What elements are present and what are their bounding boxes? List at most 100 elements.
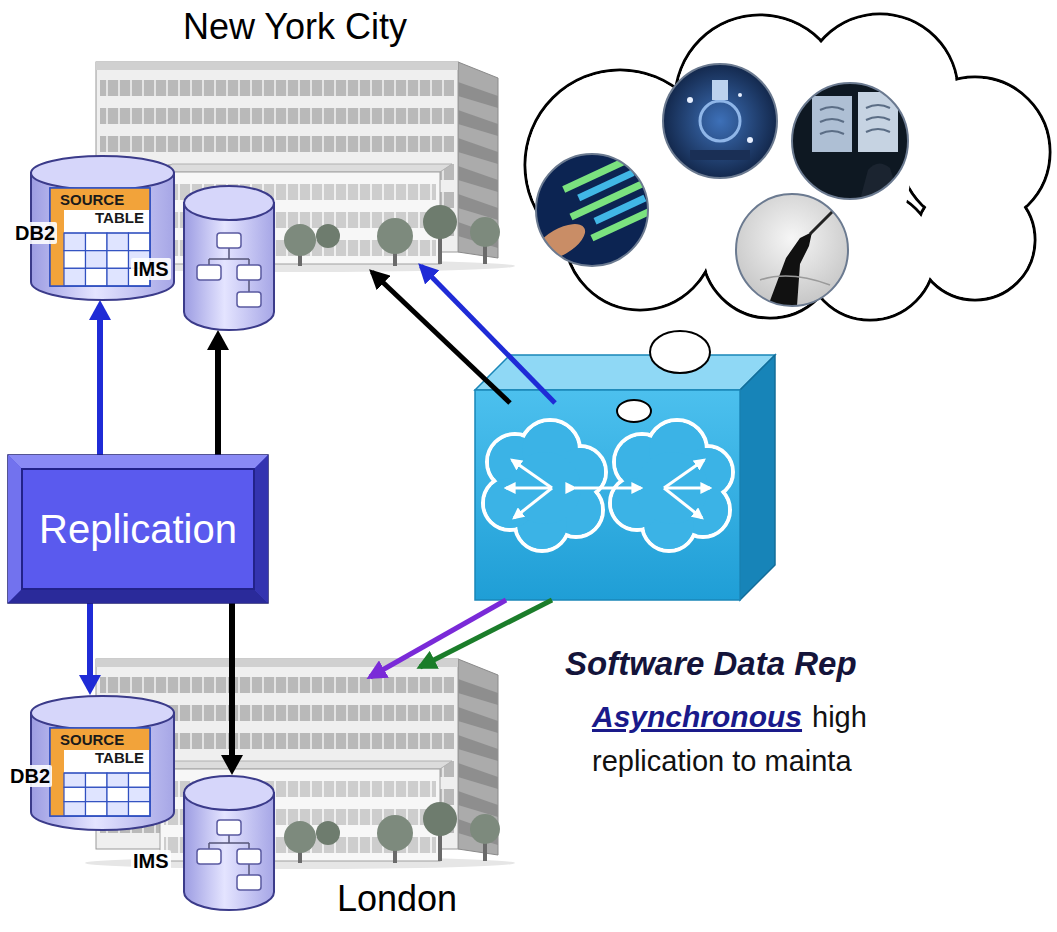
ims-database: IMS <box>183 185 275 330</box>
table-icon-part <box>64 773 86 787</box>
cylinder-body <box>184 203 274 330</box>
arrow-head <box>207 330 229 350</box>
replication-box: Replication <box>8 455 268 603</box>
table-icon-part <box>129 233 151 251</box>
replication-box-shape-part <box>8 455 22 603</box>
photo-circle-part <box>660 60 780 182</box>
table-icon-part <box>86 773 108 787</box>
hierarchy-icon-part <box>217 820 241 835</box>
photo-circle-part-part-part <box>577 169 634 201</box>
database-label: DB2 <box>13 222 57 244</box>
hierarchy-icon-part <box>209 258 249 260</box>
photo-circle-part-part <box>768 232 812 306</box>
table-icon-part <box>107 802 129 816</box>
table-icon-part <box>64 802 86 816</box>
router-arrows-part <box>421 266 555 403</box>
arrow-head <box>89 300 111 320</box>
photo-circle-part <box>792 83 908 199</box>
photo-circle-part-part <box>660 60 780 182</box>
hierarchy-icon-part <box>248 280 250 292</box>
photo-circle-part-part <box>820 105 890 134</box>
hierarchy-icon-part <box>237 875 261 890</box>
cylinder-body <box>31 713 174 830</box>
photo-circle-part <box>663 64 777 178</box>
body-text: high <box>812 701 867 734</box>
photo-circle-part <box>790 82 910 202</box>
connector-line <box>215 349 221 455</box>
thought-cloud-part <box>617 400 651 422</box>
hierarchy-icon-part <box>248 259 250 265</box>
router-box <box>475 355 775 600</box>
arrow-head <box>79 675 101 695</box>
routing-arrows-part <box>575 487 641 490</box>
photo-circle-part-part <box>530 150 654 274</box>
replication-box-shape-part <box>8 455 268 603</box>
table-icon-part <box>50 728 150 816</box>
table-icon-part <box>129 787 151 801</box>
connector-line <box>87 603 93 676</box>
table-icon-part <box>64 233 86 251</box>
replication-box-shape-part <box>8 589 268 603</box>
table-icon-part <box>129 773 151 787</box>
thought-cloud-part <box>525 14 1050 320</box>
hierarchy-icon <box>197 820 261 890</box>
table-icon <box>50 728 150 816</box>
table-icon-part <box>86 233 108 251</box>
router-box-part <box>740 355 775 600</box>
ims-database-shape <box>183 185 275 330</box>
connector-arrow <box>79 603 101 695</box>
cylinder-top <box>184 776 274 810</box>
routing-arrows-part <box>664 460 704 488</box>
db2-database: SOURCE TABLEDB2 <box>30 695 175 830</box>
database-label: IMS <box>131 850 171 872</box>
table-icon-part <box>86 268 108 286</box>
thought-cloud-part <box>650 331 710 373</box>
hierarchy-icon-part <box>237 292 261 307</box>
hierarchy-icon-part <box>197 849 221 864</box>
network-cloud <box>483 420 606 551</box>
photo-circle-part <box>734 192 850 308</box>
photo-circle-part-part <box>860 163 900 200</box>
replication-box-shape-part <box>8 455 268 469</box>
photo-circle-part-part <box>690 150 750 160</box>
table-icon-part <box>64 787 86 801</box>
routing-arrows-part <box>664 488 702 518</box>
router-box-part <box>475 355 775 390</box>
thought-cloud-part-part <box>917 182 1034 299</box>
hierarchy-icon-part <box>209 842 249 844</box>
hierarchy-icon-part <box>217 233 241 248</box>
connector-line <box>229 603 235 756</box>
photo-circle-part-part <box>760 276 830 285</box>
hierarchy-icon-part <box>248 864 250 875</box>
photo-circle <box>529 150 657 274</box>
hierarchy-icon-part <box>228 248 230 259</box>
hierarchy-icon <box>197 233 261 307</box>
photo-circle-part-part <box>734 192 850 308</box>
router-arrows-part <box>420 600 552 667</box>
table-icon-part <box>107 251 129 269</box>
replication-box-shape-part <box>254 455 268 603</box>
photo-circle-part-part <box>747 137 753 143</box>
photo-circle-part-part <box>700 101 740 141</box>
connector-arrow <box>207 330 229 455</box>
database-label: DB2 <box>8 765 52 787</box>
table-icon-part <box>64 268 86 286</box>
photo-circle-part <box>529 150 657 274</box>
photo-circle-part-part <box>810 204 840 234</box>
database-label: IMS <box>131 258 171 280</box>
slide-heading: Software Data Rep <box>565 645 857 683</box>
connector-line <box>97 319 103 455</box>
table-icon-part <box>107 268 129 286</box>
hierarchy-icon-part <box>237 265 261 280</box>
router-arrows <box>370 266 555 677</box>
ims-database: IMS <box>183 775 275 910</box>
table-icon-part <box>50 728 150 816</box>
thought-cloud-part <box>527 16 1049 319</box>
table-icon-part <box>107 233 129 251</box>
network-cloud <box>610 420 733 551</box>
table-icon-part <box>64 232 150 233</box>
table-caption: SOURCE TABLE <box>60 191 150 227</box>
photo-circle <box>660 60 780 182</box>
thought-cloud <box>525 14 1050 422</box>
